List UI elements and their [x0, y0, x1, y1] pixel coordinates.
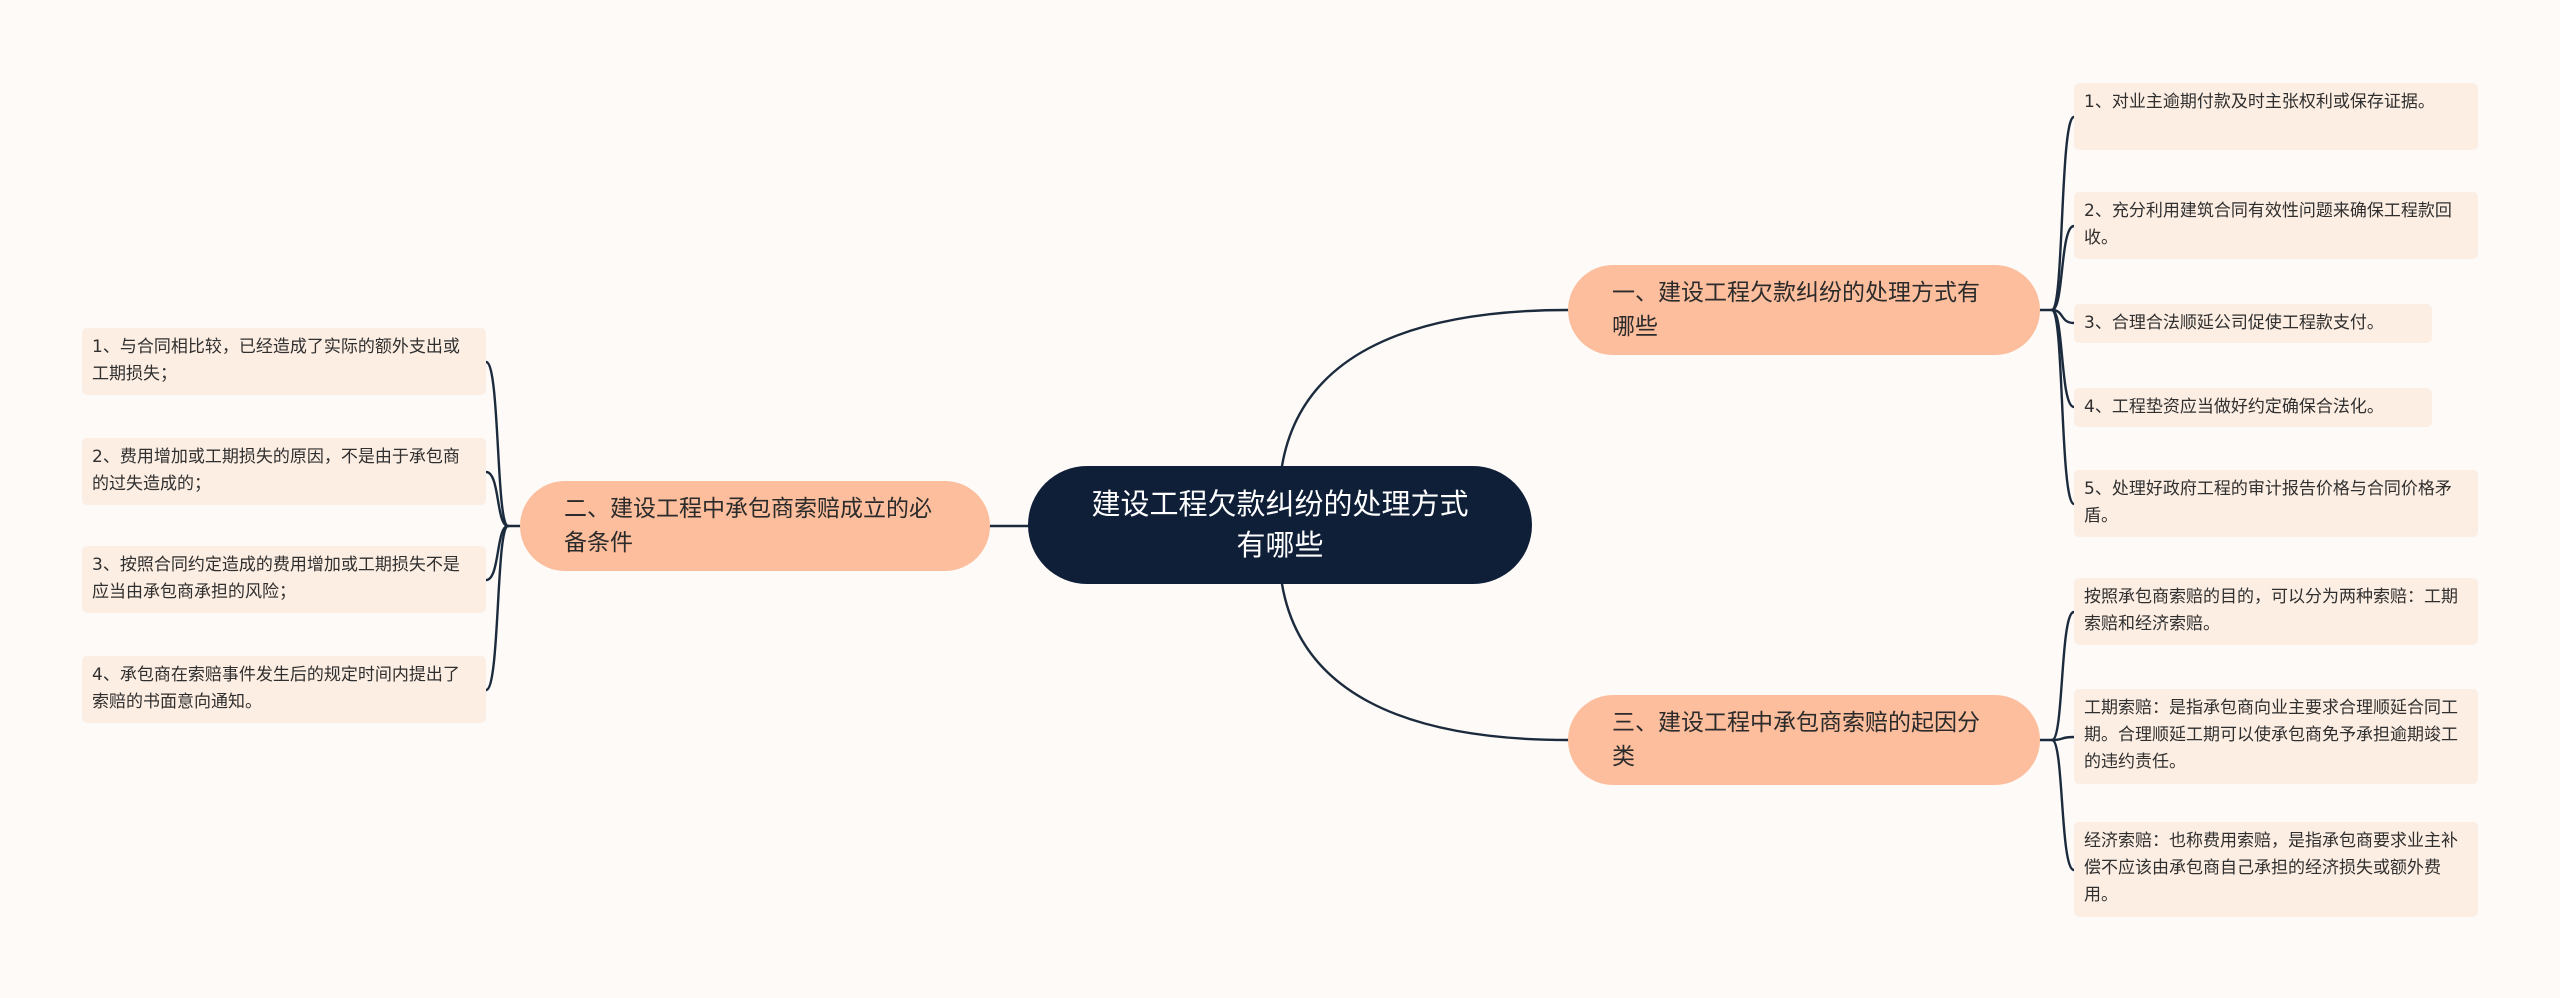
leaf-topic[interactable]: 4、承包商在索赔事件发生后的规定时间内提出了索赔的书面意向通知。 [82, 656, 486, 723]
branch-topic-2[interactable]: 二、建设工程中承包商索赔成立的必备条件 [520, 481, 990, 571]
leaf-topic[interactable]: 工期索赔：是指承包商向业主要求合理顺延合同工期。合理顺延工期可以使承包商免予承担… [2074, 689, 2478, 784]
connector-branch-2-leaf [484, 470, 510, 528]
leaf-topic[interactable]: 1、对业主逾期付款及时主张权利或保存证据。 [2074, 83, 2478, 150]
connector-root-branch-3 [1280, 582, 1570, 742]
leaf-topic[interactable]: 按照承包商索赔的目的，可以分为两种索赔：工期索赔和经济索赔。 [2074, 578, 2478, 645]
leaf-topic[interactable]: 3、按照合同约定造成的费用增加或工期损失不是应当由承包商承担的风险； [82, 546, 486, 613]
connector-branch-3-leaf [2050, 610, 2076, 742]
branch-topic-1[interactable]: 一、建设工程欠款纠纷的处理方式有哪些 [1568, 265, 2040, 355]
leaf-topic[interactable]: 4、工程垫资应当做好约定确保合法化。 [2074, 388, 2432, 427]
connector-branch-1-leaf [2050, 224, 2076, 312]
leaf-topic[interactable]: 1、与合同相比较，已经造成了实际的额外支出或工期损失； [82, 328, 486, 395]
connector-branch-3-leaf [2050, 738, 2076, 872]
leaf-topic[interactable]: 2、费用增加或工期损失的原因，不是由于承包商的过失造成的； [82, 438, 486, 505]
connector-branch-1-leaf [2050, 308, 2076, 409]
root-topic[interactable]: 建设工程欠款纠纷的处理方式有哪些 [1028, 466, 1532, 584]
connector-branch-2-leaf [484, 524, 510, 692]
leaf-topic[interactable]: 经济索赔：也称费用索赔，是指承包商要求业主补偿不应该由承包商自己承担的经济损失或… [2074, 822, 2478, 917]
connector-branch-1-leaf [2050, 115, 2076, 312]
leaf-topic[interactable]: 2、充分利用建筑合同有效性问题来确保工程款回收。 [2074, 192, 2478, 259]
connector-root-branch-1 [1280, 308, 1570, 468]
leaf-topic[interactable]: 5、处理好政府工程的审计报告价格与合同价格矛盾。 [2074, 470, 2478, 537]
connector-branch-2-leaf [484, 360, 510, 528]
connector-branch-1-leaf [2050, 308, 2076, 506]
leaf-topic[interactable]: 3、合理合法顺延公司促使工程款支付。 [2074, 304, 2432, 343]
branch-topic-3[interactable]: 三、建设工程中承包商索赔的起因分类 [1568, 695, 2040, 785]
connector-branch-3-leaf [2050, 735, 2076, 742]
